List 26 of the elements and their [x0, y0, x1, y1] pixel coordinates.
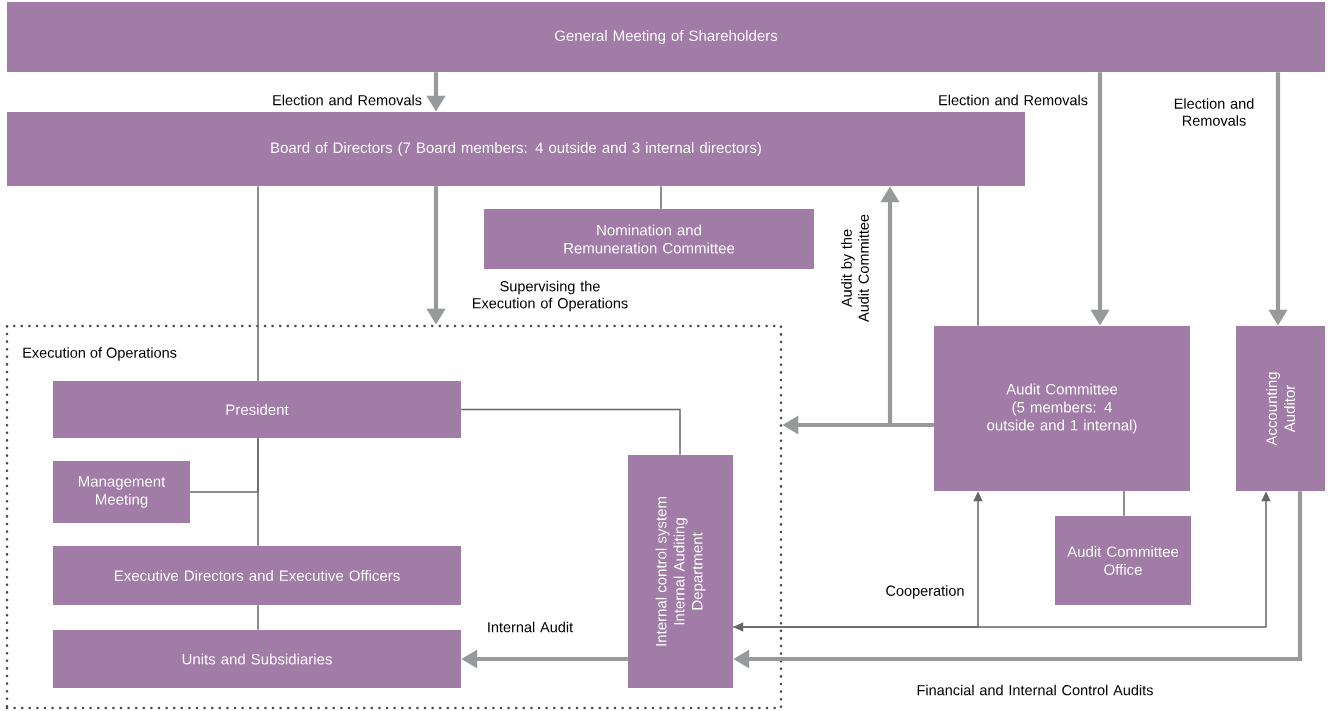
connector-line — [660, 185, 662, 210]
role-box: Executive Directors and Executive Officers — [53, 546, 461, 605]
edge-label: Supervising the Execution of Operations — [473, 280, 628, 312]
connector-line — [977, 185, 979, 327]
department-box: Internal control system Internal Auditing Department — [628, 455, 733, 688]
unit-box: Units and Subsidiaries — [53, 630, 461, 688]
connector-line — [1123, 490, 1125, 517]
connector-line — [257, 185, 259, 382]
meeting-box: Management Meeting — [53, 461, 190, 523]
connector-line — [257, 604, 259, 631]
edge-label: Election and Removals — [1174, 98, 1254, 126]
edge-label: Internal Audit — [488, 621, 573, 633]
edge-label: Election and Removals — [939, 94, 1088, 106]
connector-line — [460, 408, 681, 456]
edge-label: Financial and Internal Control Audits — [917, 684, 1153, 696]
committee-box: Nomination and Remuneration Committee — [484, 209, 814, 269]
meeting-box: General Meeting of Shareholders — [7, 2, 1325, 72]
edge-label: Audit by the Audit Committee — [841, 214, 869, 322]
edge-label: Cooperation — [886, 585, 964, 599]
office-box: Audit Committee Office — [1055, 516, 1191, 605]
edge-label: Election and Removals — [273, 94, 422, 106]
connector-line — [257, 437, 259, 547]
committee-box: Audit Committee (5 members: 4 outside and 1 internal) — [934, 326, 1190, 491]
role-box: President — [53, 381, 461, 438]
auditor-box: Accounting Auditor — [1236, 326, 1325, 491]
board-box: Board of Directors (7 Board members: 4 outside and 3 internal directors) — [7, 112, 1025, 186]
